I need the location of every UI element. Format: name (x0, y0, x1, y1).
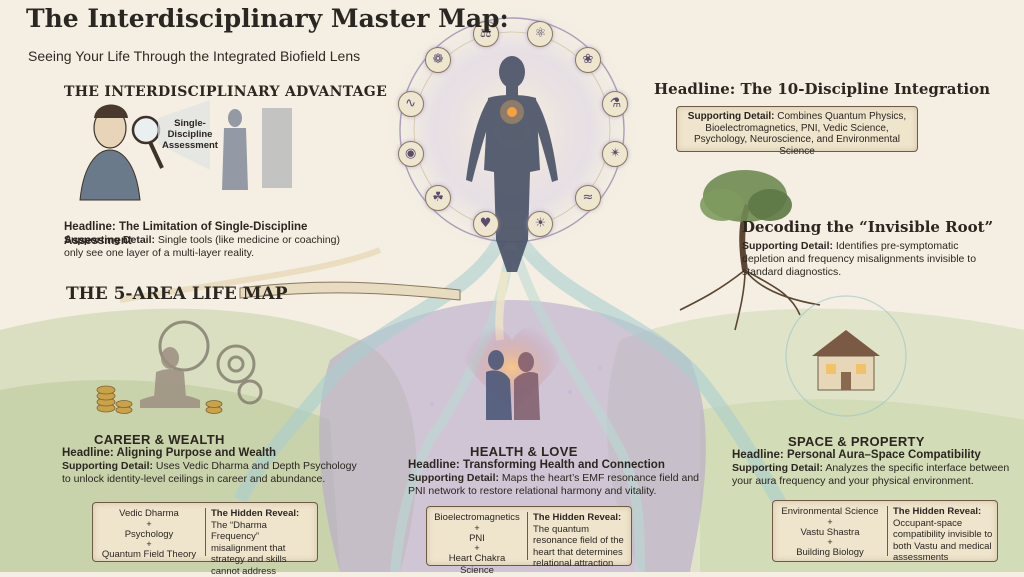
career-discipline-2: Psychology (124, 528, 174, 540)
health-scroll: Bioelectromagnetics + PNI + Heart Chakra… (426, 506, 632, 576)
career-title: CAREER & WEALTH (94, 432, 225, 447)
root-detail-label: Supporting Detail: (742, 240, 833, 252)
career-reveal-label: The Hidden Reveal: (211, 508, 300, 519)
integration-headline: Headline: The 10-Discipline Integration (654, 80, 991, 98)
space-discipline-1: Environmental Science (781, 506, 879, 517)
plus-sign: + (474, 543, 480, 553)
health-detail-text: Maps the heart’s EMF resonance field and… (408, 472, 700, 497)
integration-banner: Supporting Detail: Combines Quantum Phys… (676, 106, 918, 157)
career-scroll: Vedic Dharma + Psychology + Quantum Fiel… (92, 502, 318, 577)
space-discipline-3: Building Biology (796, 547, 864, 558)
health-reveal-label: The Hidden Reveal: (533, 512, 622, 523)
career-headline: Headline: Aligning Purpose and Wealth (62, 447, 277, 459)
scroll-divider (205, 508, 206, 556)
space-detail-label: Supporting Detail: (732, 462, 823, 474)
advantage-detail: Supporting Detail: Single tools (like me… (64, 234, 354, 260)
health-reveal: The Hidden Reveal:The quantum resonance … (533, 512, 627, 570)
integration-detail-label: Supporting Detail: (687, 111, 775, 122)
space-title: SPACE & PROPERTY (788, 434, 925, 449)
advantage-headline: Headline: The Limitation of Single-Disci… (64, 221, 308, 247)
plus-sign: + (146, 518, 152, 529)
page-title: The Interdisciplinary Master Map: (26, 4, 509, 33)
plus-sign: + (474, 522, 480, 533)
health-detail-label: Supporting Detail: (408, 472, 499, 484)
space-discipline-2: Vastu Shastra (800, 526, 860, 538)
career-detail: Supporting Detail: Uses Vedic Dharma and… (62, 460, 358, 486)
career-disciplines: Vedic Dharma + Psychology + Quantum Fiel… (97, 508, 201, 561)
space-headline: Headline: Personal Aura–Space Compatibil… (732, 449, 981, 461)
page-subtitle: Seeing Your Life Through the Integrated … (28, 48, 361, 64)
plus-sign: + (827, 537, 833, 547)
scroll-divider (887, 506, 888, 556)
plus-sign: + (146, 539, 152, 549)
health-discipline-1: Bioelectromagnetics (434, 512, 520, 523)
root-detail-text: Identifies pre-symptomatic depletion and… (742, 240, 977, 278)
career-discipline-3: Quantum Field Theory (101, 549, 197, 560)
root-detail: Supporting Detail: Identifies pre-sympto… (742, 240, 992, 279)
scroll-divider (527, 512, 528, 560)
health-reveal-text: The quantum resonance field of the heart… (533, 523, 624, 570)
space-detail: Supporting Detail: Analyzes the specific… (732, 462, 1010, 488)
career-detail-text: Uses Vedic Dharma and Depth Psychology t… (62, 460, 357, 485)
life-map-title: THE 5-AREA LIFE MAP (66, 284, 288, 304)
health-discipline-2: PNI (469, 532, 485, 544)
career-detail-label: Supporting Detail: (62, 460, 153, 472)
career-reveal-text: The “Dharma Frequency” misalignment that… (211, 519, 287, 577)
space-scroll: Environmental Science + Vastu Shastra + … (772, 500, 998, 564)
advantage-detail-label: Supporting Detail: (64, 234, 155, 246)
health-disciplines: Bioelectromagnetics + PNI + Heart Chakra… (431, 512, 523, 576)
health-discipline-3: Heart Chakra Science (448, 553, 506, 576)
integration-detail: Supporting Detail: Combines Quantum Phys… (685, 111, 909, 157)
advantage-section-title: THE INTERDISCIPLINARY ADVANTAGE (64, 84, 388, 100)
space-reveal: The Hidden Reveal:Occupant-space compati… (893, 506, 993, 564)
advantage-detail-text: Single tools (like medicine or coaching)… (64, 234, 341, 259)
career-reveal: The Hidden Reveal:The “Dharma Frequency”… (211, 508, 311, 577)
magnifier-label: Single-Discipline Assessment (162, 118, 218, 151)
plus-sign: + (827, 516, 833, 527)
integration-detail-text: Combines Quantum Physics, Bioelectromagn… (693, 111, 907, 157)
career-discipline-1: Vedic Dharma (119, 508, 179, 519)
health-detail: Supporting Detail: Maps the heart’s EMF … (408, 472, 704, 498)
space-reveal-text: Occupant-space compatibility invisible t… (893, 517, 993, 564)
space-reveal-label: The Hidden Reveal: (893, 506, 982, 517)
health-headline: Headline: Transforming Health and Connec… (408, 459, 665, 471)
space-disciplines: Environmental Science + Vastu Shastra + … (777, 506, 883, 559)
root-headline: Decoding the “Invisible Root” (742, 218, 994, 236)
health-title: HEALTH & LOVE (470, 444, 578, 459)
space-detail-text: Analyzes the specific interface between … (732, 462, 1010, 487)
